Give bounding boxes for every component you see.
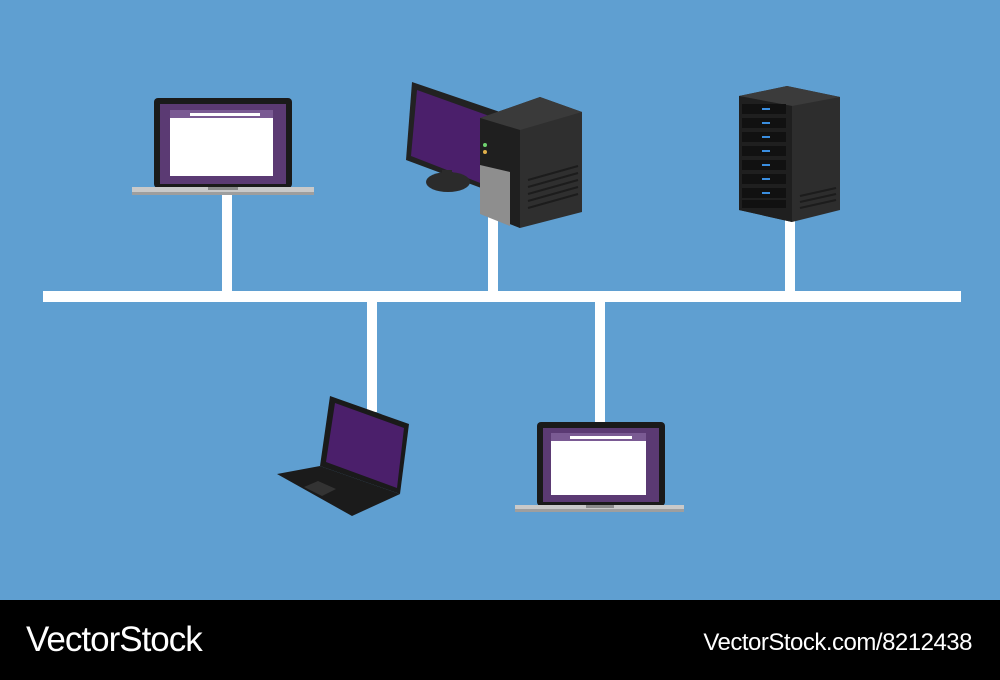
laptop-icon — [132, 98, 314, 195]
bus-topology-diagram — [0, 0, 1000, 600]
drop-line-desktop — [488, 212, 498, 293]
drop-line-server — [785, 218, 795, 293]
laptop-icon — [277, 396, 409, 516]
server-icon — [739, 86, 840, 222]
bus-backbone — [43, 291, 961, 302]
drop-line-laptop-bottom-right — [595, 300, 605, 424]
laptop-icon — [515, 422, 684, 512]
drop-line-laptop-bottom-left — [367, 300, 377, 412]
network-bus — [43, 190, 961, 424]
watermark-brand: VectorStock — [26, 620, 203, 659]
watermark-bar: VectorStock VectorStock.com/8212438 — [0, 600, 1000, 680]
watermark-image-id: VectorStock.com/8212438 — [703, 629, 972, 656]
desktop-computer-icon — [406, 82, 582, 228]
drop-line-laptop-top-left — [222, 190, 232, 293]
